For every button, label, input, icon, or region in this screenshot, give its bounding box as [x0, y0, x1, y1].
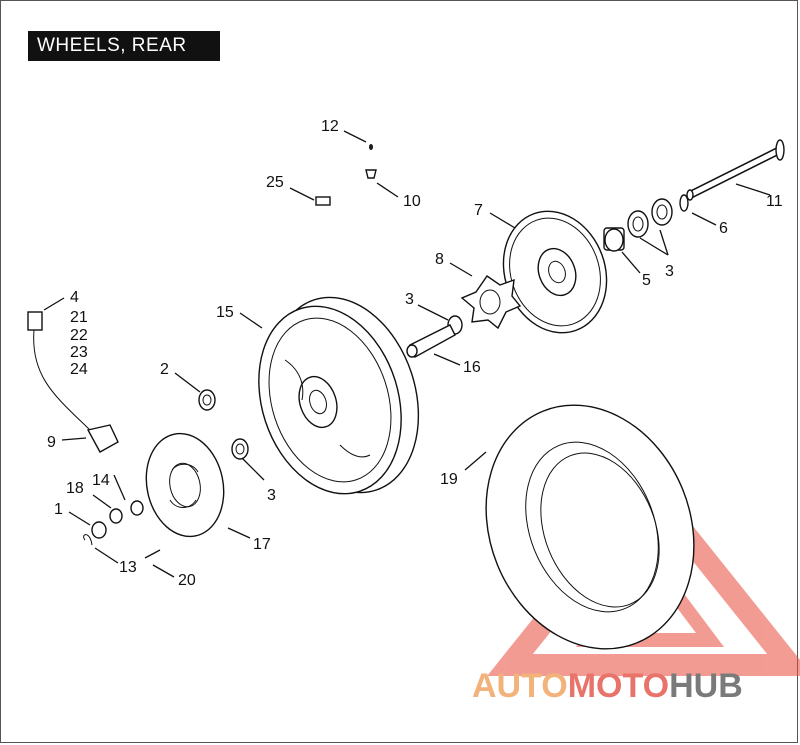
watermark-part-1: AUTO: [472, 667, 568, 705]
spacer-part: [406, 315, 463, 358]
wheel-bearings: [198, 389, 249, 460]
callout-21: 21: [70, 309, 88, 326]
callout-15: 15: [216, 304, 234, 321]
page-title: WHEELS, REAR: [28, 31, 220, 61]
bearings-group: [603, 194, 689, 252]
axle-part: [686, 139, 785, 201]
callout-22: 22: [70, 327, 88, 344]
callout-2: 2: [160, 361, 169, 378]
callout-1: 1: [54, 501, 63, 518]
callout-23: 23: [70, 344, 88, 361]
callout-20: 20: [178, 572, 196, 589]
callout-3-upper: 3: [405, 291, 414, 308]
callout-13: 13: [119, 559, 137, 576]
callout-8: 8: [435, 251, 444, 268]
callout-24: 24: [70, 361, 88, 378]
callout-12: 12: [321, 118, 339, 135]
callout-5: 5: [642, 272, 651, 289]
callout-11: 11: [766, 193, 783, 210]
isolator-part: [460, 275, 522, 330]
watermark-text: AUTOMOTOHUB: [472, 667, 743, 705]
callout-7: 7: [474, 202, 483, 219]
brake-disc-part: [145, 432, 225, 538]
wheel-rim-part: [258, 296, 420, 495]
callout-4: 4: [70, 289, 79, 306]
valve-stem-part: [315, 144, 377, 206]
callout-17: 17: [253, 536, 271, 553]
sensor-part: [27, 311, 161, 559]
callout-9: 9: [47, 434, 56, 451]
callout-6: 6: [719, 220, 728, 237]
callout-10: 10: [403, 193, 421, 210]
leader-lines: [43, 130, 771, 578]
callout-labels: 12 25 10 11 6 7 8 3 5 3 15 16 2 3 19 4 2…: [47, 118, 783, 589]
sprocket-part: [502, 210, 608, 334]
callout-25: 25: [266, 174, 284, 191]
watermark-part-2: MOTO: [568, 667, 669, 705]
callout-3-lower: 3: [267, 487, 276, 504]
callout-19: 19: [440, 471, 458, 488]
watermark-part-3: HUB: [669, 667, 743, 705]
callout-18: 18: [66, 480, 84, 497]
callout-16: 16: [463, 359, 481, 376]
tire-part: [485, 404, 695, 650]
callout-14: 14: [92, 472, 110, 489]
callout-3-right: 3: [665, 263, 674, 280]
